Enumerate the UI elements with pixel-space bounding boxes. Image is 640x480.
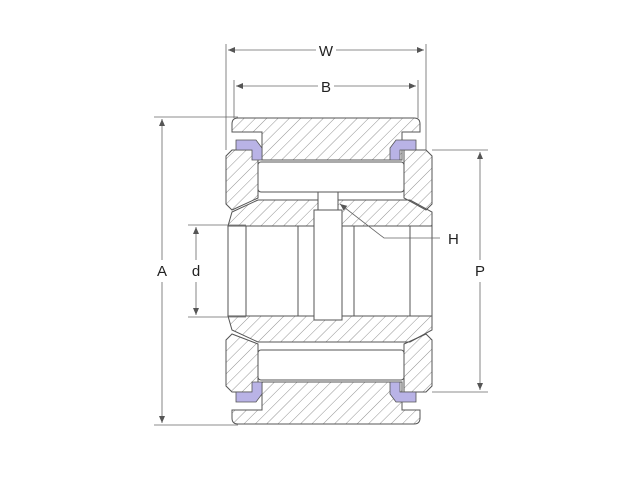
- seal-top-left: [235, 139, 263, 161]
- label-b: B: [321, 79, 331, 96]
- right-side-ring-bottom: [403, 333, 433, 393]
- seal-top-right: [389, 139, 417, 161]
- roller-bottom: [257, 349, 405, 381]
- outer-ring-bottom: [231, 381, 421, 425]
- label-d: d: [192, 263, 200, 280]
- seal-bottom-right: [389, 381, 417, 403]
- label-w: W: [319, 43, 334, 60]
- label-h: H: [448, 231, 459, 248]
- outer-ring-top: [231, 117, 421, 161]
- label-p: P: [475, 263, 485, 280]
- seal-bottom-left: [235, 381, 263, 403]
- lubrication-hole: [313, 191, 343, 321]
- roller-top: [257, 161, 405, 193]
- h-leader-line: [339, 203, 440, 239]
- left-side-ring-bottom: [225, 333, 259, 393]
- label-a: A: [157, 263, 167, 280]
